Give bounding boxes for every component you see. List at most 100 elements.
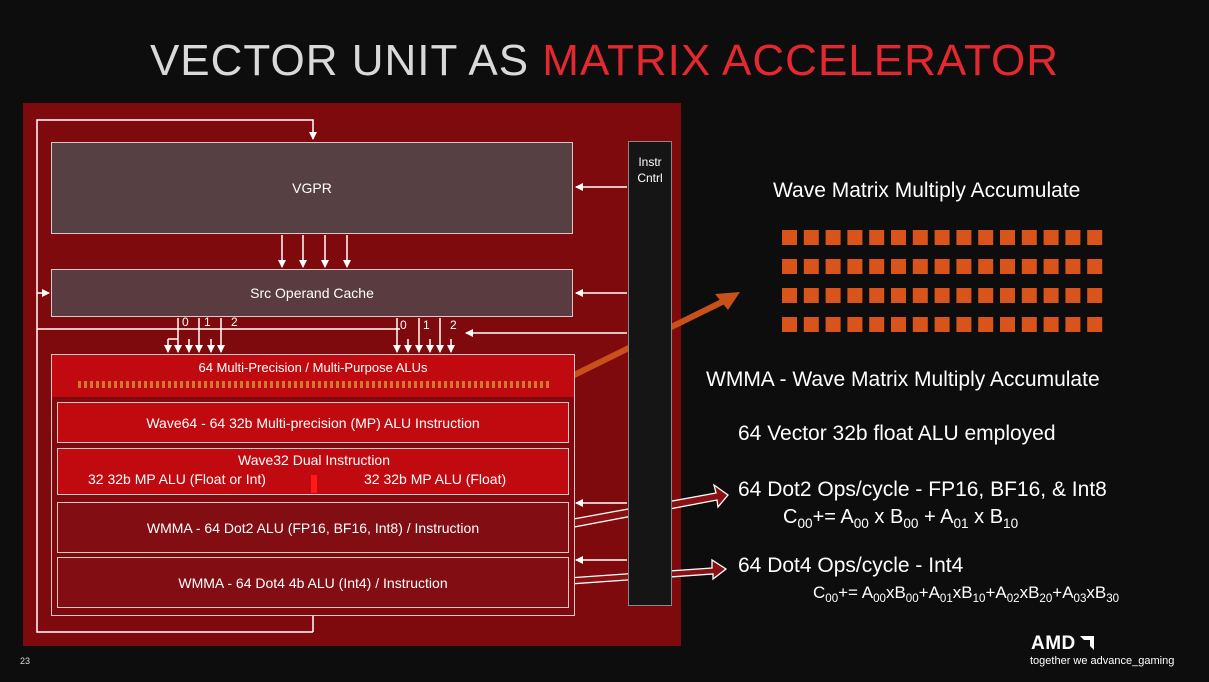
port-label-0-left: 0 — [182, 315, 189, 329]
wave64-label: Wave64 - 64 32b Multi-precision (MP) ALU… — [146, 414, 480, 431]
instr-cntrl-line-2: Cntrl — [637, 171, 663, 185]
matrix-cell — [978, 317, 994, 332]
amd-logo: AMD — [1031, 633, 1076, 654]
matrix-cell — [1065, 288, 1081, 303]
wmma-definition: WMMA - Wave Matrix Multiply Accumulate — [706, 368, 1100, 391]
wave32-left-alu: 32 32b MP ALU (Float or Int) — [88, 471, 266, 487]
wmma-dot4-block: WMMA - 64 Dot4 4b ALU (Int4) / Instructi… — [57, 557, 569, 608]
matrix-cell — [847, 288, 863, 303]
wmma-dot2-block: WMMA - 64 Dot2 ALU (FP16, BF16, Int8) / … — [57, 502, 569, 553]
matrix-cell — [803, 288, 819, 303]
matrix-cell — [978, 230, 994, 245]
matrix-cell — [912, 230, 928, 245]
wave32-title: Wave32 Dual Instruction — [238, 452, 390, 468]
matrix-cell — [1021, 259, 1037, 274]
page-number: 23 — [20, 656, 31, 666]
matrix-cell — [1087, 230, 1103, 245]
dot4-formula: C00+= A00xB00+A01xB10+A02xB20+A03xB30 — [813, 583, 1120, 606]
matrix-cell — [847, 259, 863, 274]
matrix-cell — [1043, 317, 1059, 332]
src-operand-cache-block: Src Operand Cache — [51, 269, 573, 317]
matrix-cell — [782, 317, 797, 332]
vgpr-label: VGPR — [292, 180, 332, 196]
dot2-ops-line: 64 Dot2 Ops/cycle - FP16, BF16, & Int8 — [738, 478, 1107, 501]
port-label-2-right: 2 — [450, 318, 457, 332]
matrix-cell — [1065, 317, 1081, 332]
amd-arrow-icon — [1080, 636, 1094, 650]
wmma-dot4-label: WMMA - 64 Dot4 4b ALU (Int4) / Instructi… — [178, 574, 448, 591]
matrix-cell — [1000, 259, 1015, 274]
matrix-cell — [782, 230, 797, 245]
matrix-cell — [891, 259, 906, 274]
alu-header-bar — [52, 355, 574, 397]
matrix-cell — [1065, 230, 1081, 245]
vgpr-block: VGPR — [51, 142, 573, 234]
matrix-cell — [825, 317, 841, 332]
matrix-cell — [1000, 288, 1015, 303]
wave32-separator — [311, 475, 317, 493]
wave32-right-alu: 32 32b MP ALU (Float) — [364, 471, 507, 487]
port-label-0-right: 0 — [400, 318, 407, 332]
matrix-cell — [891, 230, 906, 245]
matrix-cell — [912, 288, 928, 303]
matrix-cell — [869, 288, 885, 303]
wave64-block: Wave64 - 64 32b Multi-precision (MP) ALU… — [57, 402, 569, 443]
matrix-cell — [956, 317, 972, 332]
matrix-grid — [782, 230, 1103, 332]
wave32-block: Wave32 Dual Instruction 32 32b MP ALU (F… — [57, 448, 569, 495]
matrix-cell — [803, 259, 819, 274]
matrix-cell — [978, 259, 994, 274]
alu-title: 64 Multi-Precision / Multi-Purpose ALUs — [198, 360, 428, 375]
matrix-cell — [956, 259, 972, 274]
port-label-2-left: 2 — [231, 315, 238, 329]
matrix-cell — [803, 317, 819, 332]
matrix-cell — [912, 259, 928, 274]
matrix-cell — [825, 230, 841, 245]
src-operand-cache-label: Src Operand Cache — [250, 285, 374, 301]
matrix-cell — [956, 230, 972, 245]
alu-lanes-strip — [78, 381, 550, 388]
matrix-cell — [803, 230, 819, 245]
matrix-cell — [1021, 317, 1037, 332]
matrix-cell — [978, 288, 994, 303]
matrix-cell — [934, 317, 950, 332]
vector-alu-line: 64 Vector 32b float ALU employed — [738, 422, 1056, 445]
matrix-cell — [912, 317, 928, 332]
matrix-cell — [825, 288, 841, 303]
matrix-cell — [869, 317, 885, 332]
wmma-heading: Wave Matrix Multiply Accumulate — [773, 179, 1081, 202]
slide-title: VECTOR UNIT AS MATRIX ACCELERATOR — [0, 36, 1209, 86]
dot2-formula: C00+= A00 x B00 + A01 x B10 — [783, 506, 1019, 531]
port-label-1-left: 1 — [204, 315, 211, 329]
matrix-cell — [934, 259, 950, 274]
matrix-cell — [1021, 230, 1037, 245]
instr-cntrl-block: Instr Cntrl — [628, 141, 672, 606]
dot4-ops-line: 64 Dot4 Ops/cycle - Int4 — [738, 554, 964, 577]
matrix-cell — [1043, 230, 1059, 245]
matrix-cell — [956, 288, 972, 303]
matrix-cell — [1000, 230, 1015, 245]
matrix-cell — [847, 230, 863, 245]
matrix-cell — [825, 259, 841, 274]
matrix-cell — [891, 317, 906, 332]
matrix-cell — [1087, 288, 1103, 303]
matrix-cell — [934, 230, 950, 245]
matrix-cell — [782, 288, 797, 303]
matrix-cell — [891, 288, 906, 303]
amd-tagline: together we advance_gaming — [1030, 655, 1175, 667]
matrix-cell — [1065, 259, 1081, 274]
title-part-2: MATRIX ACCELERATOR — [542, 36, 1060, 85]
matrix-cell — [1021, 288, 1037, 303]
wmma-dot2-label: WMMA - 64 Dot2 ALU (FP16, BF16, Int8) / … — [146, 519, 480, 536]
port-label-1-right: 1 — [423, 318, 430, 332]
matrix-cell — [869, 230, 885, 245]
matrix-cell — [1000, 317, 1015, 332]
matrix-cell — [1043, 259, 1059, 274]
matrix-cell — [782, 259, 797, 274]
matrix-cell — [847, 317, 863, 332]
matrix-cell — [869, 259, 885, 274]
matrix-cell — [934, 288, 950, 303]
title-part-1: VECTOR UNIT AS — [149, 36, 543, 85]
matrix-cell — [1087, 259, 1103, 274]
instr-cntrl-line-1: Instr — [638, 155, 662, 169]
